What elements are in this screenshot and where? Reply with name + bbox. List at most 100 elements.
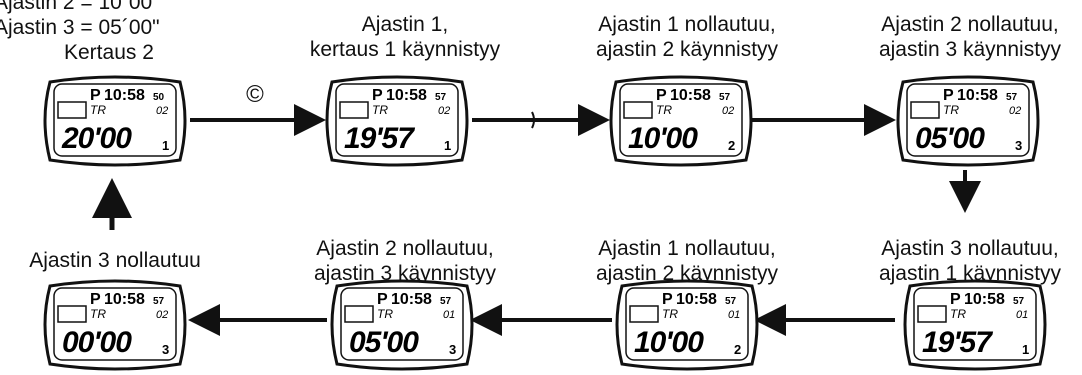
watch-clock-seconds: 57 bbox=[719, 92, 731, 103]
watch-mode-label: TR bbox=[950, 307, 966, 321]
watch-timer-index: 3 bbox=[1015, 138, 1022, 153]
timer-settings-note: Ajastin 2 = 10´00" Ajastin 3 = 05´00" Ke… bbox=[0, 0, 160, 65]
watch-indicator-box bbox=[344, 305, 374, 323]
caption-step-5: Ajastin 3 nollautuu, ajastin 1 käynnisty… bbox=[878, 237, 1062, 285]
watch-main-timer: 10'00 bbox=[628, 122, 698, 155]
watch-clock-time: 10:58 bbox=[670, 87, 711, 104]
watch-repeat-count: 02 bbox=[722, 105, 734, 117]
watch-indicator-box bbox=[57, 305, 87, 323]
watch-repeat-count: 01 bbox=[728, 309, 740, 321]
watch-indicator-box bbox=[57, 101, 87, 119]
watch-p-label: P bbox=[90, 291, 101, 308]
caption-step-2: Ajastin 1, kertaus 1 käynnistyy bbox=[309, 13, 501, 61]
watch-repeat-count: 01 bbox=[1016, 309, 1028, 321]
watch-main-timer: 05'00 bbox=[915, 122, 985, 155]
watch-repeat-count: 02 bbox=[156, 309, 168, 321]
c-mark: © bbox=[246, 81, 264, 108]
watch-main-timer: 19'57 bbox=[922, 326, 993, 359]
repeat-setting: Kertaus 2 bbox=[64, 41, 154, 64]
watch-mode-label: TR bbox=[90, 103, 106, 117]
watch-mode-label: TR bbox=[656, 103, 672, 117]
watch-mode-label: TR bbox=[372, 103, 388, 117]
watch-clock-time: 10:58 bbox=[964, 291, 1005, 308]
watch-body bbox=[330, 279, 474, 371]
watch-indicator-box bbox=[910, 101, 940, 119]
watch-indicator-box bbox=[623, 101, 653, 119]
watch-screen bbox=[340, 287, 464, 361]
watch-p-label: P bbox=[90, 87, 101, 104]
watch-main-timer: 20'00 bbox=[61, 122, 132, 155]
watch-body bbox=[903, 279, 1047, 371]
watch-timer-index: 3 bbox=[162, 342, 169, 357]
watch-mode-label: TR bbox=[943, 103, 959, 117]
caption-step-6: Ajastin 1 nollautuu, ajastin 2 käynnisty… bbox=[595, 237, 779, 285]
watch-body bbox=[43, 75, 187, 167]
watch-indicator-box bbox=[917, 305, 947, 323]
watch-timer-index: 2 bbox=[728, 138, 735, 153]
watch-screen bbox=[906, 83, 1030, 157]
watch-clock-time: 10:58 bbox=[957, 87, 998, 104]
watch-clock-time: 10:58 bbox=[391, 291, 432, 308]
watch-clock-seconds: 57 bbox=[435, 92, 447, 103]
watch-screen bbox=[619, 83, 743, 157]
watch-screen bbox=[913, 287, 1037, 361]
timer2-setting: Ajastin 2 = 10´00" bbox=[0, 0, 160, 14]
watch-p-label: P bbox=[950, 291, 961, 308]
watch-clock-seconds: 57 bbox=[1013, 296, 1025, 307]
watch-p-label: P bbox=[656, 87, 667, 104]
watch-timer-index: 1 bbox=[1022, 342, 1029, 357]
watch-mode-label: TR bbox=[90, 307, 106, 321]
watch-timer-index: 2 bbox=[734, 342, 741, 357]
watch-repeat-count: 01 bbox=[443, 309, 455, 321]
watch-body bbox=[43, 279, 187, 371]
watch-p-label: P bbox=[372, 87, 383, 104]
watch-main-timer: 00'00 bbox=[62, 326, 132, 359]
watch-repeat-count: 02 bbox=[438, 105, 450, 117]
watch-main-timer: 10'00 bbox=[634, 326, 704, 359]
watch-clock-seconds: 57 bbox=[153, 296, 165, 307]
watch-clock-time: 10:58 bbox=[104, 291, 145, 308]
watch-mode-label: TR bbox=[662, 307, 678, 321]
caption-step-7: Ajastin 2 nollautuu, ajastin 3 käynnisty… bbox=[313, 237, 497, 285]
watch-indicator-box bbox=[629, 305, 659, 323]
watch-screen bbox=[53, 83, 177, 157]
watch-repeat-count: 02 bbox=[1009, 105, 1021, 117]
timer3-setting: Ajastin 3 = 05´00" bbox=[0, 16, 160, 39]
caption-step-3: Ajastin 1 nollautuu, ajastin 2 käynnisty… bbox=[595, 13, 779, 61]
watch-body bbox=[896, 75, 1040, 167]
watch-clock-seconds: 57 bbox=[725, 296, 737, 307]
squiggle-mark bbox=[531, 111, 535, 129]
watch-clock-seconds: 57 bbox=[440, 296, 452, 307]
watch-clock-time: 10:58 bbox=[676, 291, 717, 308]
watch-screen bbox=[335, 83, 459, 157]
caption-step-8: Ajastin 3 nollautuu bbox=[29, 249, 201, 272]
watch-p-label: P bbox=[943, 87, 954, 104]
watch-indicator-box bbox=[339, 101, 369, 119]
caption-step-4: Ajastin 2 nollautuu, ajastin 3 käynnisty… bbox=[878, 13, 1062, 61]
watch-clock-seconds: 50 bbox=[153, 92, 165, 103]
watch-screen bbox=[625, 287, 749, 361]
watch-p-label: P bbox=[377, 291, 388, 308]
watch-p-label: P bbox=[662, 291, 673, 308]
watch-main-timer: 05'00 bbox=[349, 326, 419, 359]
watch-main-timer: 19'57 bbox=[344, 122, 415, 155]
watch-timer-index: 1 bbox=[162, 138, 169, 153]
watch-mode-label: TR bbox=[377, 307, 393, 321]
watch-clock-time: 10:58 bbox=[386, 87, 427, 104]
watch-body bbox=[615, 279, 759, 371]
